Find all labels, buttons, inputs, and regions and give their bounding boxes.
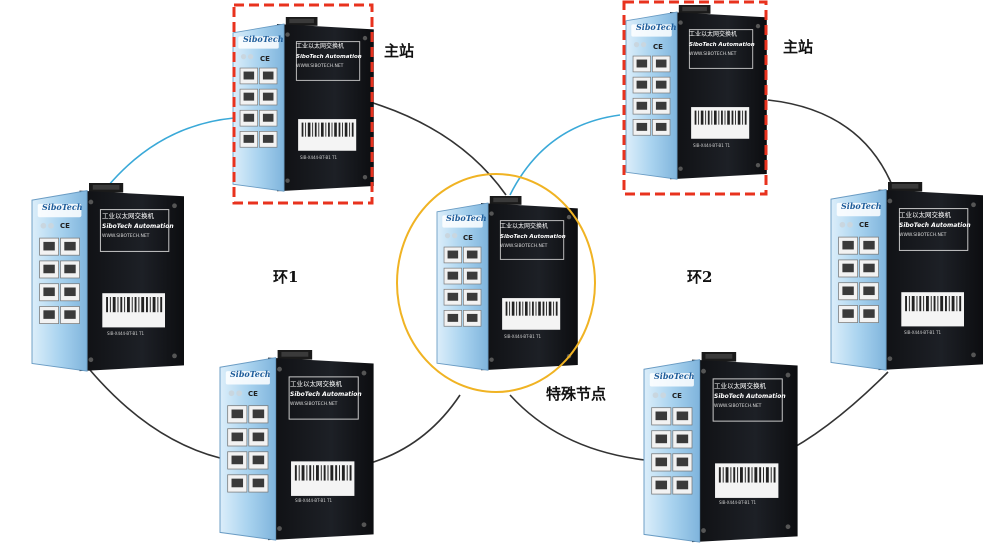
switch-master-1-web: WWW.SIBOTECH.NET: [296, 63, 344, 69]
switch-left-title-en: SiboTech Automation: [102, 223, 174, 230]
switch-special-ce: CE: [463, 234, 473, 242]
switch-left-ce: CE: [60, 222, 70, 230]
switch-special-title: 工业以太网交换机: [500, 222, 548, 230]
switch-right-model: SIB-X444-BT-B1 T1: [904, 330, 942, 335]
link-left-bottom: [89, 369, 221, 459]
switch-right-ce: CE: [859, 221, 869, 229]
switch-master-1-brand: SiboTech: [243, 34, 284, 44]
switch-right-web: WWW.SIBOTECH.NET: [899, 232, 947, 238]
switch-master-1-title-en: SiboTech Automation: [296, 54, 362, 60]
special-node-label: 特殊节点: [546, 385, 607, 403]
switch-left-brand: SiboTech: [42, 202, 83, 212]
special-node-highlight: [396, 173, 596, 393]
switch-special-web: WWW.SIBOTECH.NET: [500, 243, 548, 249]
switch-bottom-left-model: SIB-X444-BT-B1 T1: [295, 498, 333, 503]
switch-left-title: 工业以太网交换机: [102, 211, 155, 220]
switch-master-2-title: 工业以太网交换机: [689, 30, 737, 38]
switch-master-1-model: SIB-X444-BT-B1 T1: [300, 155, 338, 160]
switch-right-title-en: SiboTech Automation: [899, 222, 971, 229]
switch-bottom-right-web: WWW.SIBOTECH.NET: [714, 403, 762, 409]
switch-special-model: SIB-X444-BT-B1 T1: [504, 334, 542, 339]
switch-master-1-ce: CE: [260, 55, 270, 63]
ring-1-label: 环1: [273, 268, 299, 286]
switch-bottom-left-title: 工业以太网交换机: [290, 379, 343, 388]
master-station-2-label: 主站: [783, 38, 814, 56]
link-left-master1: [107, 117, 235, 187]
switch-bottom-left-ce: CE: [248, 390, 258, 398]
switch-bottom-right-title-en: SiboTech Automation: [714, 393, 786, 400]
switch-bottom-right-model: SIB-X444-BT-B1 T1: [719, 500, 757, 505]
switch-right: SiboTech 工业以太网交换机 SiboTech Automation WW…: [830, 181, 984, 371]
master-station-1-label: 主站: [384, 42, 415, 60]
switch-special: SiboTech 工业以太网交换机 SiboTech Automation WW…: [436, 195, 579, 371]
switch-left: SiboTech 工业以太网交换机 SiboTech Automation WW…: [31, 182, 185, 372]
switch-special-title-en: SiboTech Automation: [500, 234, 566, 240]
link-master2-right: [767, 99, 893, 186]
switch-special-brand: SiboTech: [446, 213, 487, 223]
switch-left-model: SIB-X444-BT-B1 T1: [107, 331, 145, 336]
master-station-2-highlight: [622, 0, 768, 196]
master-station-1-highlight: [232, 3, 374, 205]
switch-bottom-right-brand: SiboTech: [654, 371, 695, 381]
link-master1-special: [369, 101, 507, 196]
switch-bottom-left-brand: SiboTech: [230, 369, 271, 379]
switch-master-2-brand: SiboTech: [636, 22, 677, 32]
switch-bottom-right-title: 工业以太网交换机: [714, 381, 767, 390]
switch-master-2-model: SIB-X444-BT-B1 T1: [693, 143, 731, 148]
switch-bottom-left: SiboTech 工业以太网交换机 SiboTech Automation WW…: [219, 349, 375, 541]
switch-right-brand: SiboTech: [841, 201, 882, 211]
switch-bottom-right: SiboTech 工业以太网交换机 SiboTech Automation WW…: [643, 351, 799, 543]
switch-master-2-title-en: SiboTech Automation: [689, 42, 755, 48]
switch-master-2-ce: CE: [653, 43, 663, 51]
switch-master-1-title: 工业以太网交换机: [296, 42, 344, 50]
switch-master-1: SiboTech 工业以太网交换机 SiboTech Automation WW…: [232, 16, 375, 192]
link-special-master2: [509, 114, 621, 196]
switch-left-web: WWW.SIBOTECH.NET: [102, 233, 150, 239]
switch-bottom-right-ce: CE: [672, 392, 682, 400]
ring-2-label: 环2: [687, 268, 713, 286]
link-special-bottomright: [509, 394, 646, 461]
switch-master-2-web: WWW.SIBOTECH.NET: [689, 51, 737, 57]
cross-links: [107, 114, 621, 196]
switch-right-title: 工业以太网交换机: [899, 210, 952, 219]
switch-master-2: SiboTech 工业以太网交换机 SiboTech Automation WW…: [625, 4, 768, 180]
switch-bottom-left-web: WWW.SIBOTECH.NET: [290, 401, 338, 407]
switch-bottom-left-title-en: SiboTech Automation: [290, 391, 362, 398]
